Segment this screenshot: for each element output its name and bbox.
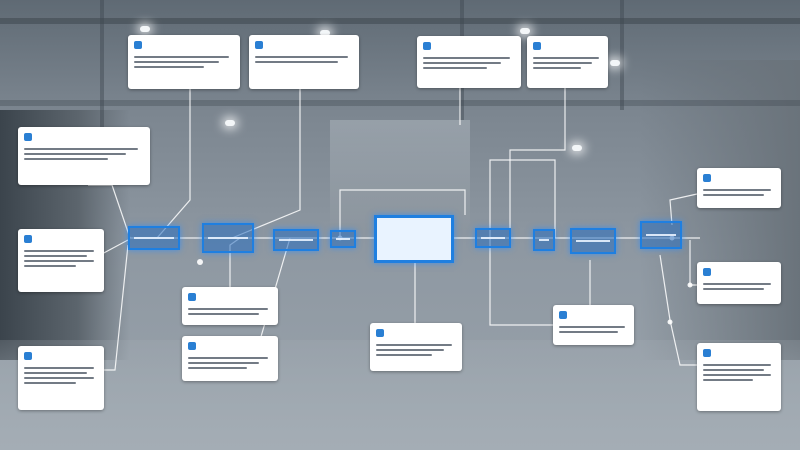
connector-dot [667,319,673,325]
callout-card [128,35,240,89]
callout-card [18,229,104,292]
ceiling-light [572,145,582,151]
connector-line [489,238,555,326]
ceiling-light [140,26,150,32]
connector-line [100,244,129,371]
process-node[interactable] [273,229,319,251]
callout-card [182,287,278,325]
info-icon [559,311,567,319]
ceiling-beam [0,100,800,106]
callout-card [417,36,521,88]
process-node[interactable] [475,228,511,248]
ceiling-light [610,60,620,66]
callout-card [370,323,462,371]
connector-line [689,240,697,286]
ceiling-girder [100,0,104,130]
info-icon [703,174,711,182]
callout-card [182,336,278,381]
info-icon [134,41,142,49]
info-icon [188,293,196,301]
callout-card [527,36,608,88]
machinery-right [640,60,800,360]
process-node[interactable] [128,226,180,250]
info-icon [255,41,263,49]
callout-card [697,168,781,208]
ceiling-light [320,30,330,36]
connector-dot [197,259,203,265]
connector-line [659,254,697,366]
process-node[interactable] [533,229,555,251]
connector-line [156,88,191,239]
callout-card [697,262,781,304]
info-icon [24,133,32,141]
ceiling-light [225,120,235,126]
callout-card [249,35,359,89]
connector-dot [687,282,693,288]
hall-opening [330,120,470,230]
info-icon [703,349,711,357]
ceiling-beam [0,18,800,24]
callout-card [18,127,150,185]
connector-line [99,239,129,256]
callout-card [553,305,634,345]
connector-line [509,88,566,238]
connector-line [669,193,698,226]
info-icon [188,342,196,350]
connector-line [231,88,301,239]
center-process-node[interactable] [374,215,454,263]
callout-card [18,346,104,410]
info-icon [703,268,711,276]
process-node[interactable] [570,228,616,254]
ceiling-girder [620,0,624,110]
info-icon [533,42,541,50]
info-icon [376,329,384,337]
process-node[interactable] [202,223,254,253]
connector-line [339,189,466,238]
info-icon [24,352,32,360]
connector-line [489,159,556,238]
info-icon [24,235,32,243]
process-node[interactable] [330,230,356,248]
ceiling-light [520,28,530,34]
info-icon [423,42,431,50]
connector-line [88,184,131,239]
callout-card [697,343,781,411]
process-node[interactable] [640,221,682,249]
